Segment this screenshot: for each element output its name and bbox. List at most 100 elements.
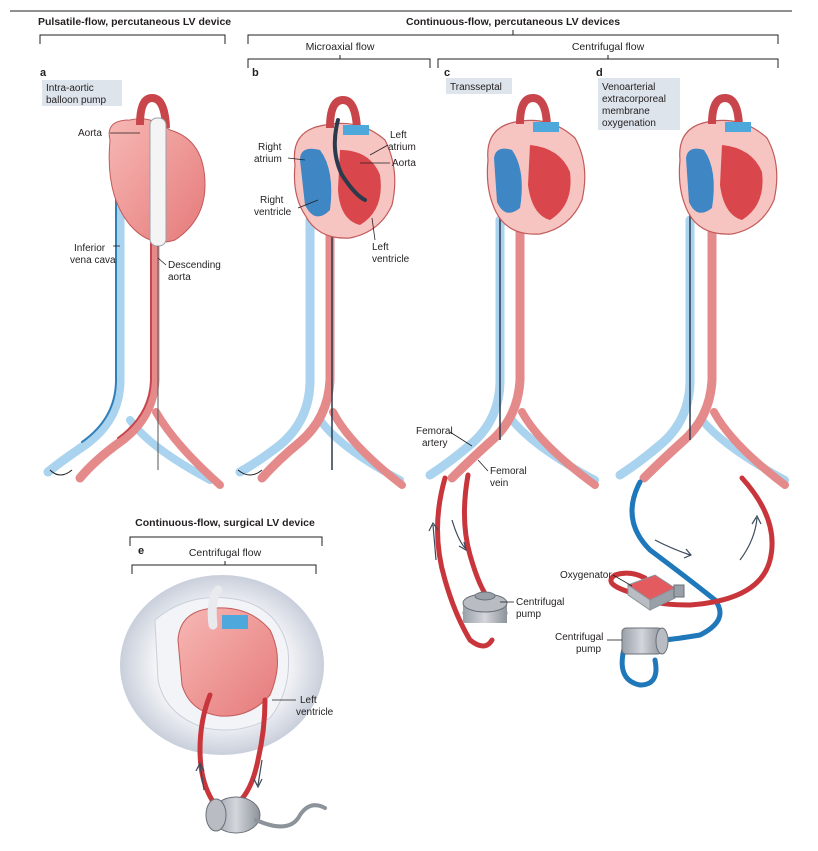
oxygenator-port xyxy=(673,584,685,598)
left-heart-b xyxy=(338,150,381,225)
panel-letter-b: b xyxy=(252,67,259,79)
bracket-surgical xyxy=(129,536,323,546)
artery-aorta-edge xyxy=(117,229,152,439)
aortic-arch-c xyxy=(516,93,551,127)
outflow-tube-e xyxy=(197,692,215,803)
panel-e: Continuous-flow, surgical LV device e Ce… xyxy=(120,517,334,834)
label-iabp-line1: Intra-aortic xyxy=(46,83,94,94)
vein-ivc xyxy=(235,215,315,477)
oxygenator-front xyxy=(649,587,676,611)
flow-arrow-up xyxy=(739,514,762,561)
header-surgical-device: Continuous-flow, surgical LV device xyxy=(135,517,315,529)
flow-arrow-up xyxy=(428,521,439,561)
centrifugal-pump-d-face xyxy=(655,627,669,655)
pulmonary-artery-e xyxy=(222,615,248,629)
bracket-microaxial xyxy=(247,58,431,68)
aortic-arch-d xyxy=(708,93,743,127)
artery-descending-aorta xyxy=(639,225,717,483)
centrifugal-pump-c-cap xyxy=(474,591,496,601)
label-femoral-vein-line1: Femoral xyxy=(490,466,527,477)
pump-outflow-tube xyxy=(619,642,659,688)
right-heart-b xyxy=(300,148,332,217)
vein-ivc-edge xyxy=(81,129,117,443)
bracket-surgical-centrifugal xyxy=(131,564,317,574)
flow-arrow-down xyxy=(253,759,263,789)
panel-c: c Transseptal Femoral artery Femoral vei… xyxy=(416,67,599,649)
label-box-va-ecmo xyxy=(598,78,680,130)
label-descending-line2: aorta xyxy=(168,272,191,283)
leader xyxy=(449,431,473,447)
label-aorta-b: Aorta xyxy=(392,158,416,169)
bracket-centrifugal xyxy=(437,58,779,68)
artery-descending-aorta xyxy=(75,225,160,483)
flow-arrow-right xyxy=(654,539,692,559)
label-va-ecmo-line2: extracorporeal xyxy=(602,94,666,105)
pulmonary-artery-d xyxy=(725,122,751,132)
flow-arrow-up xyxy=(195,761,205,791)
impella-device xyxy=(332,118,367,202)
driveline xyxy=(254,803,327,829)
label-ivc-line1: Inferior xyxy=(74,243,106,254)
left-heart-c xyxy=(528,145,571,220)
label-femoral-artery-line2: artery xyxy=(422,438,448,449)
label-left-atrium-line2: atrium xyxy=(388,142,416,153)
label-left-ventricle-line2: ventricle xyxy=(372,254,410,265)
header-centrifugal-flow: Centrifugal flow xyxy=(572,41,645,53)
pulmonary-artery-c xyxy=(533,122,559,132)
outflow-graft xyxy=(207,585,223,630)
panel-d: d Venoarterial extracorporeal membrane o… xyxy=(555,67,789,688)
arterial-return-tube xyxy=(435,475,495,649)
leader xyxy=(297,199,319,209)
label-centrifugal-pump-d-line2: pump xyxy=(576,644,601,655)
label-centrifugal-pump-d-line1: Centrifugal xyxy=(555,632,603,643)
balloon-catheter xyxy=(149,117,167,247)
label-left-ventricle-line1: Left xyxy=(372,242,389,253)
pulmonary-artery-b xyxy=(343,125,369,135)
artery-descending-aorta xyxy=(257,225,335,483)
label-va-ecmo-line3: membrane xyxy=(602,106,650,117)
header-continuous-percutaneous: Continuous-flow, percutaneous LV devices xyxy=(406,16,620,28)
panel-letter-c: c xyxy=(444,67,450,79)
venous-drainage-tube xyxy=(629,479,723,643)
label-aorta-a: Aorta xyxy=(78,128,102,139)
vein-ivc xyxy=(615,215,695,480)
leader xyxy=(287,157,306,161)
leader xyxy=(477,459,489,472)
label-right-atrium-line1: Right xyxy=(258,142,282,153)
arterial-return-tube xyxy=(647,475,775,608)
inflow-tube-e xyxy=(235,697,268,806)
leader xyxy=(371,217,376,241)
header-pulsatile-flow: Pulsatile-flow, percutaneous LV device xyxy=(38,16,231,28)
bracket-pulsatile xyxy=(39,34,226,44)
label-left-ventricle-e-line2: ventricle xyxy=(296,707,334,718)
aortic-arch-b xyxy=(326,95,361,131)
right-heart-c xyxy=(494,148,522,213)
panel-letter-d: d xyxy=(596,67,603,79)
leader xyxy=(612,574,633,587)
catheter-entry xyxy=(237,469,263,476)
panel-a: a Intra-aortic balloon pump Aorta Inferi… xyxy=(40,67,224,489)
catheter-entry xyxy=(49,469,73,476)
flow-arrow-down xyxy=(451,519,467,552)
label-va-ecmo-line4: oxygenation xyxy=(602,118,656,129)
label-iabp-line2: balloon pump xyxy=(46,95,106,106)
oxygenator-loop-tube xyxy=(608,570,648,598)
vein-ivc xyxy=(43,125,125,477)
label-descending-line1: Descending xyxy=(168,260,221,271)
artery-iliac xyxy=(710,408,789,489)
artery-iliac xyxy=(329,408,406,489)
venous-drainage-tube xyxy=(461,472,493,603)
panel-letter-e: e xyxy=(138,545,144,557)
label-femoral-vein-line2: vein xyxy=(490,478,508,489)
label-box-iabp xyxy=(42,80,122,106)
header-surgical-centrifugal: Centrifugal flow xyxy=(189,547,262,559)
right-heart-d xyxy=(686,148,714,213)
label-box-transseptal xyxy=(446,78,512,94)
left-heart-d xyxy=(720,145,763,220)
label-transseptal: Transseptal xyxy=(450,82,502,93)
artery-iliac xyxy=(518,408,599,489)
label-right-atrium-line2: atrium xyxy=(254,154,282,165)
label-ivc-line2: vena cava xyxy=(70,255,116,266)
